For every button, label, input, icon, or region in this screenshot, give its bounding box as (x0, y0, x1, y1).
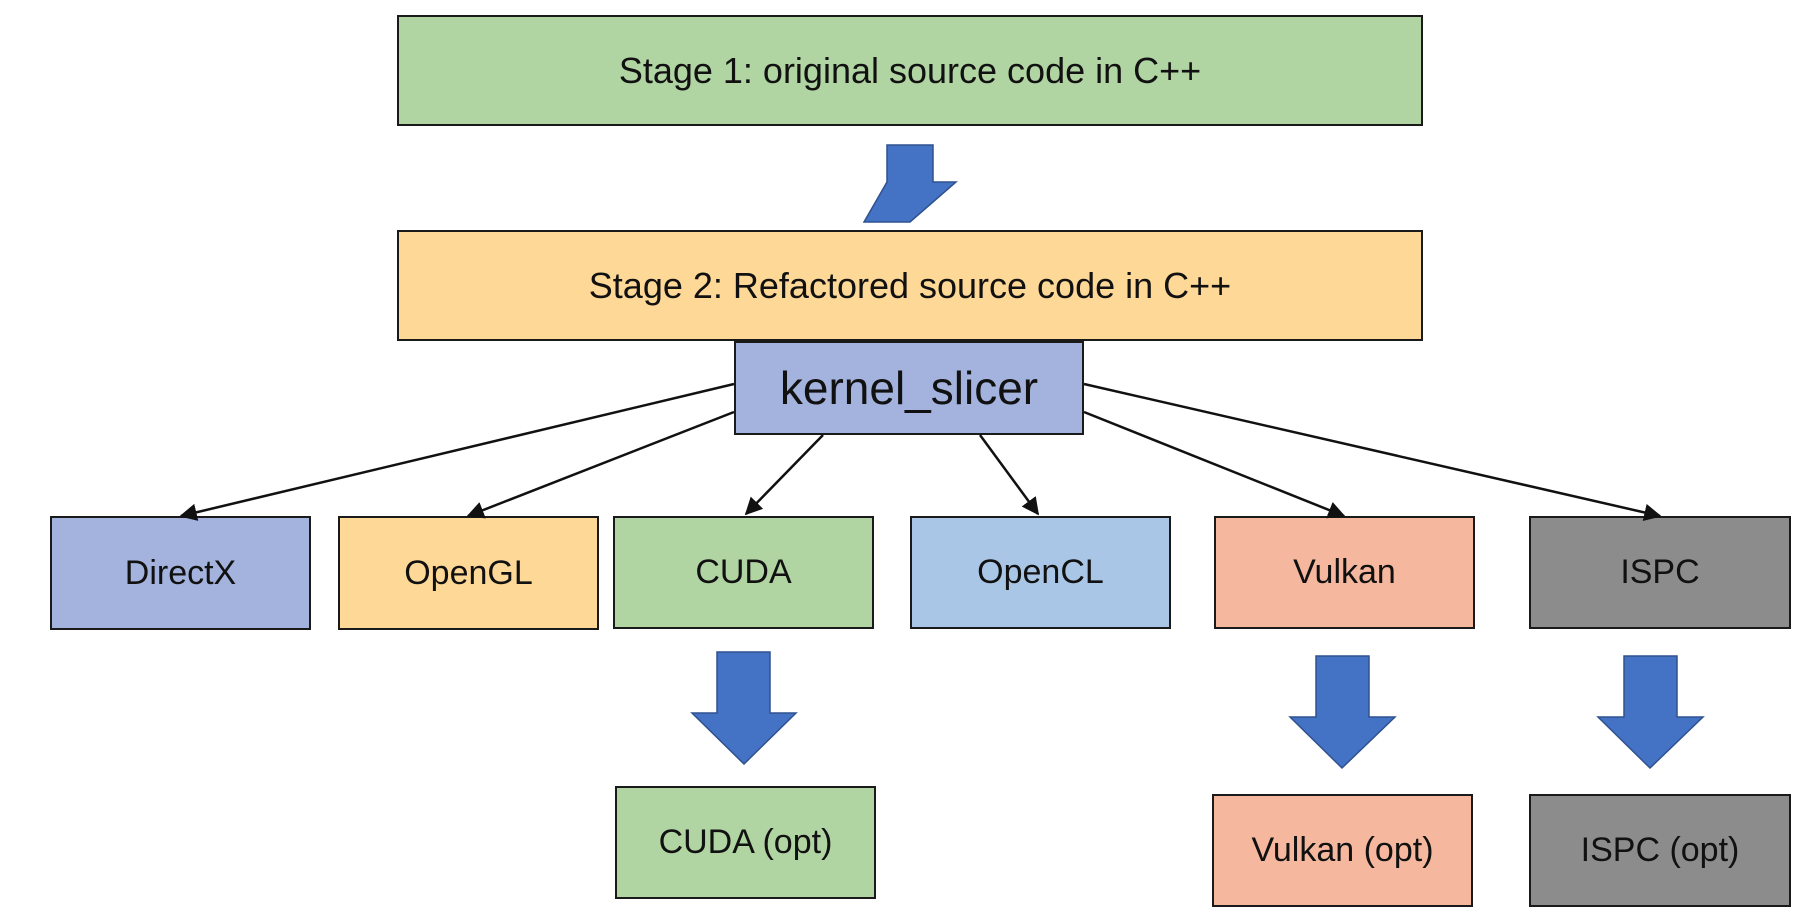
backend-directx-label: DirectX (124, 553, 237, 592)
connector-arrow-directx (179, 382, 735, 521)
backend-cuda-label: CUDA (695, 553, 792, 591)
backend-directx-box: DirectX (50, 516, 311, 630)
connector-arrow-opencl (978, 434, 1040, 516)
block-arrow-stage1-to-stage2 (862, 144, 959, 223)
backend-vulkan-box: Vulkan (1214, 516, 1475, 629)
vulkan-opt-label: Vulkan (opt) (1251, 831, 1434, 869)
backend-opencl-box: OpenCL (910, 516, 1171, 629)
backend-ispc-box: ISPC (1529, 516, 1791, 629)
stage1-label: Stage 1: original source code in C++ (618, 49, 1202, 91)
ispc-opt-box: ISPC (opt) (1529, 794, 1791, 907)
block-arrow-ispc-to-opt (1596, 655, 1705, 770)
kernel-slicer-label: kernel_slicer (779, 362, 1039, 414)
backend-opencl-label: OpenCL (977, 553, 1104, 591)
connector-arrow-vulkan (1083, 410, 1346, 519)
cuda-opt-label: CUDA (opt) (658, 823, 833, 861)
stage1-box: Stage 1: original source code in C++ (397, 15, 1423, 126)
block-arrow-cuda-to-opt (690, 651, 798, 766)
connector-arrow-opengl (466, 410, 735, 519)
backend-cuda-box: CUDA (613, 516, 874, 629)
backend-ispc-label: ISPC (1620, 553, 1700, 591)
block-arrow-vulkan-to-opt (1288, 655, 1397, 770)
backend-opengl-box: OpenGL (338, 516, 599, 630)
backend-vulkan-label: Vulkan (1293, 553, 1396, 591)
ispc-opt-label: ISPC (opt) (1580, 831, 1740, 869)
connector-arrow-ispc (1083, 382, 1662, 522)
backend-opengl-label: OpenGL (404, 553, 533, 592)
cuda-opt-box: CUDA (opt) (615, 786, 876, 899)
connector-arrow-cuda (744, 434, 824, 516)
kernel-slicer-box: kernel_slicer (734, 341, 1084, 435)
vulkan-opt-box: Vulkan (opt) (1212, 794, 1473, 907)
stage2-label: Stage 2: Refactored source code in C++ (588, 264, 1232, 306)
stage2-box: Stage 2: Refactored source code in C++ (397, 230, 1423, 341)
